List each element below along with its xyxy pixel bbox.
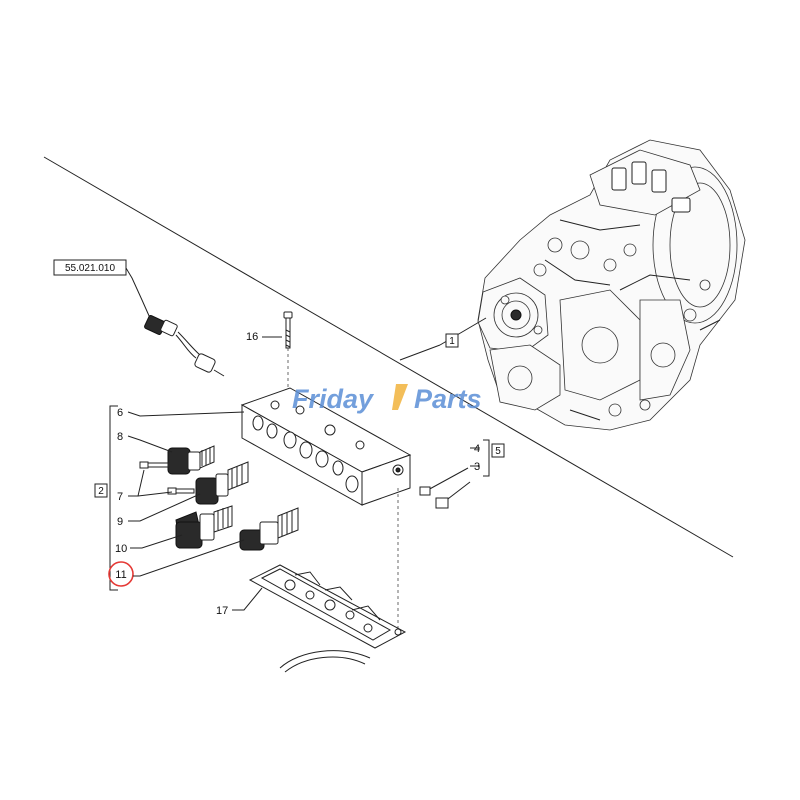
callout-label-11: 11 <box>115 569 126 581</box>
callout-11-highlight <box>108 561 134 587</box>
callout-1: 1 <box>399 317 487 361</box>
watermark-text-parts: Parts <box>414 384 482 414</box>
callout-label-6: 6 <box>117 407 123 419</box>
bolt-4 <box>435 481 471 509</box>
solenoid-9 <box>195 461 249 505</box>
callout-label-16: 16 <box>246 331 258 343</box>
reference-box[interactable]: 55.021.010 <box>53 259 127 276</box>
watermark-accent-mark <box>392 384 408 410</box>
callout-label-1: 1 <box>449 336 455 347</box>
callout-label-5: 5 <box>495 446 501 457</box>
bracket-2: 2 <box>94 405 118 591</box>
lower-cover <box>279 650 371 673</box>
screw-7a <box>139 461 169 469</box>
bolt-3 <box>419 467 469 496</box>
screw-7b <box>167 487 195 495</box>
callout-11[interactable]: 11 <box>108 539 245 587</box>
callout-9: 9 <box>117 493 201 528</box>
callout-7: 7 <box>117 469 173 503</box>
callout-8: 8 <box>117 431 173 453</box>
callout-label-17: 17 <box>216 605 228 617</box>
callout-label-2: 2 <box>98 486 104 497</box>
callout-label-8: 8 <box>117 431 123 443</box>
watermark-text-friday: Friday <box>292 384 375 414</box>
transmission-assembly <box>477 139 746 431</box>
bracket-5: 5 <box>483 439 505 477</box>
section-line <box>43 156 734 558</box>
sensor-harness <box>125 267 225 377</box>
callout-10: 10 <box>115 534 183 555</box>
solenoid-8 <box>167 445 215 475</box>
gasket-plate <box>248 564 407 649</box>
callout-label-4: 4 <box>474 443 480 455</box>
solenoid-11 <box>239 507 299 551</box>
callout-4: 4 <box>470 443 480 455</box>
callout-label-3: 3 <box>474 461 480 473</box>
callout-6: 6 <box>117 407 245 419</box>
callout-label-7: 7 <box>117 491 123 503</box>
callout-label-9: 9 <box>117 516 123 528</box>
bolt-16 <box>283 311 293 392</box>
callout-label-10: 10 <box>115 543 127 555</box>
watermark-logo: Friday Parts <box>292 384 482 414</box>
reference-label: 55.021.010 <box>65 263 115 274</box>
solenoid-10 <box>175 505 233 549</box>
callout-16: 16 <box>246 331 282 343</box>
callout-17: 17 <box>216 587 263 617</box>
valve-block <box>240 387 412 630</box>
callout-3: 3 <box>470 461 480 473</box>
